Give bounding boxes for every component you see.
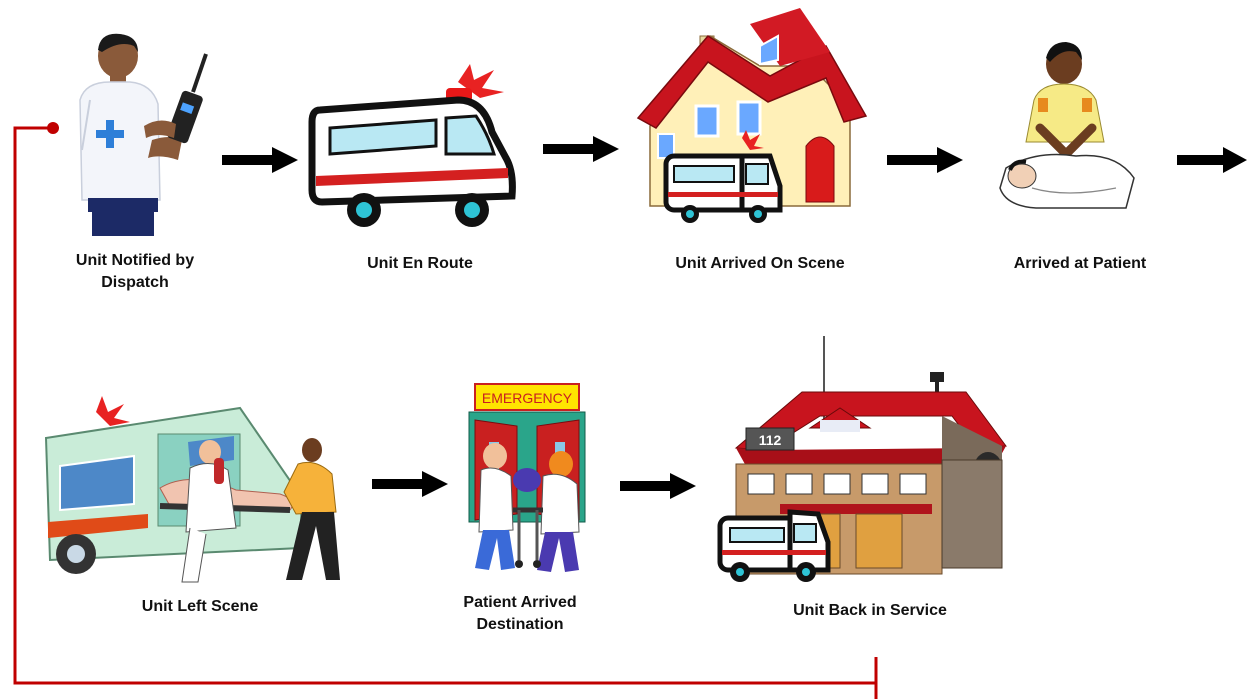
flow-arrow-4: [1177, 147, 1247, 173]
ambulance-with-siren-icon: [308, 64, 516, 227]
flow-arrow-2: [543, 136, 619, 162]
step-label-line: Unit Notified by: [75, 252, 195, 269]
step-label-line: Unit Left Scene: [141, 598, 259, 615]
step-label-unit-left-scene: Unit Left Scene: [100, 596, 300, 618]
step-label-line: Destination: [476, 616, 564, 633]
station-number-text: 112: [759, 432, 782, 448]
emergency-sign-text: EMERGENCY: [482, 390, 573, 406]
loading-stretcher-icon: [44, 396, 340, 583]
ambulance-at-house-icon: [636, 8, 868, 223]
step-label-arrived-at-patient: Arrived at Patient: [975, 253, 1185, 275]
step-label-line: Unit Back in Service: [793, 602, 947, 619]
cpr-rescuer-icon: [999, 42, 1135, 209]
step-label-unit-en-route: Unit En Route: [320, 253, 520, 275]
flow-arrow-6: [620, 473, 696, 499]
step-label-line: Patient Arrived: [463, 594, 577, 611]
flow-arrow-3: [887, 147, 963, 173]
step-label-line: Unit En Route: [367, 255, 473, 272]
step-label-line: Unit Arrived On Scene: [675, 255, 845, 272]
flow-arrow-5: [372, 471, 448, 497]
step-label-line: Arrived at Patient: [1013, 255, 1147, 272]
dispatcher-with-radio-icon: [79, 33, 208, 236]
step-label-line: Dispatch: [101, 274, 169, 291]
step-label-unit-arrived-on-scene: Unit Arrived On Scene: [645, 253, 875, 275]
ambulance-station-icon: 112: [717, 336, 1007, 582]
emergency-room-entrance-icon: EMERGENCY: [468, 383, 586, 572]
flow-arrow-1: [222, 147, 298, 173]
step-label-unit-back-in-service: Unit Back in Service: [760, 600, 980, 622]
step-label-unit-notified: Unit Notified by Dispatch: [30, 250, 240, 294]
step-label-patient-arrived-destination: Patient Arrived Destination: [420, 592, 620, 636]
